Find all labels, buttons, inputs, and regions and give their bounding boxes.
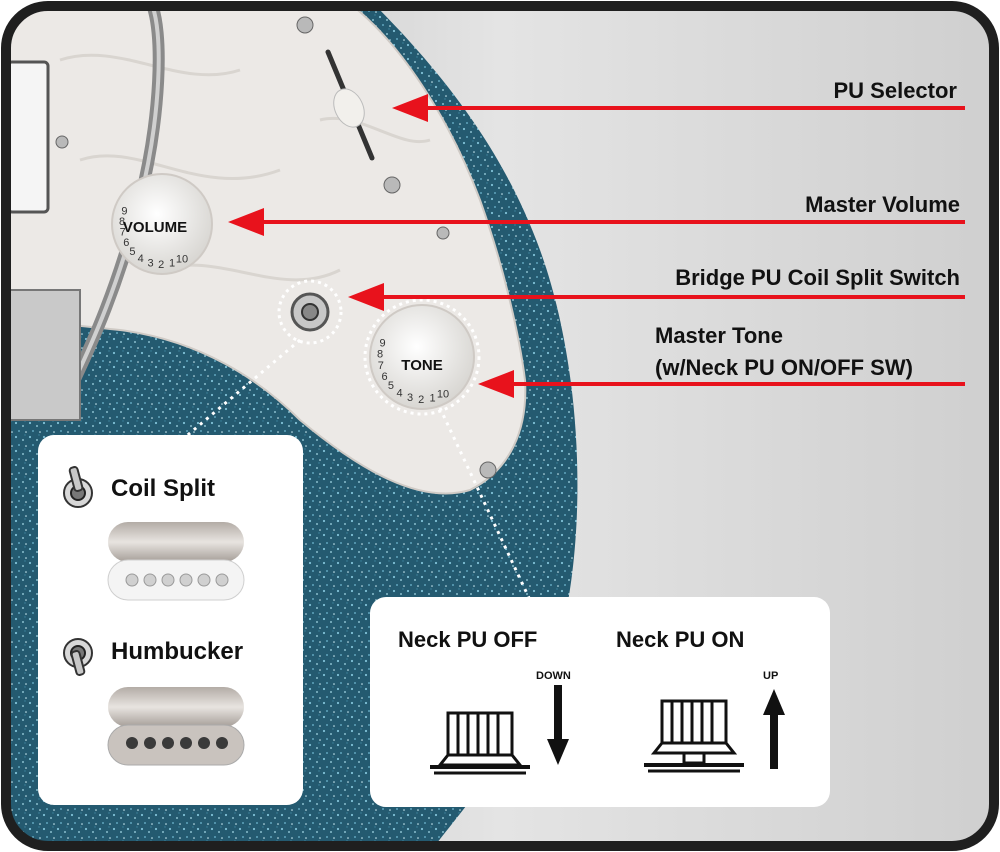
screw	[436, 226, 450, 240]
neck-pickup	[6, 60, 50, 214]
knob-scale-number: 2	[158, 259, 164, 271]
up-label: UP	[763, 670, 779, 682]
label-master-volume: Master Volume	[805, 192, 960, 217]
humbucker-pickup-icon	[107, 687, 245, 766]
tone-knob-label: TONE	[401, 357, 442, 374]
knob-scale-number: 4	[397, 388, 403, 400]
screw	[383, 176, 401, 194]
label-master-tone: Master Tone	[655, 323, 783, 348]
single-coil-pickup-icon	[107, 522, 245, 601]
volume-knob[interactable]	[111, 173, 213, 275]
coil-split-label: Coil Split	[111, 475, 215, 502]
knob-scale-number: 8	[119, 216, 125, 228]
screw	[296, 16, 314, 34]
knob-scale-number: 1	[429, 393, 435, 405]
knob-scale-number: 2	[418, 394, 424, 406]
knob-scale-number: 7	[378, 360, 384, 372]
pickguard-texture	[59, 53, 431, 282]
bridge	[6, 289, 81, 421]
toggle-switch-icon	[63, 466, 93, 508]
volume-knob-label: VOLUME	[123, 219, 187, 236]
knob-scale-number: 10	[437, 388, 449, 400]
humbucker-label: Humbucker	[111, 638, 244, 665]
knob-scale-number: 8	[377, 349, 383, 361]
knob-scale-number: 3	[407, 392, 413, 404]
knob-scale-number: 5	[388, 380, 394, 392]
knob-scale-number: 4	[138, 253, 144, 265]
label-coil-split-switch: Bridge PU Coil Split Switch	[675, 265, 960, 290]
knob-down-icon	[430, 711, 530, 775]
coil-split-panel: Coil Split Humbucker	[38, 435, 303, 805]
label-pu-selector: PU Selector	[834, 78, 958, 103]
knob-scale-number: 6	[381, 371, 387, 383]
neck-pu-panel: Neck PU OFF Neck PU ON DOWN UP	[370, 597, 830, 807]
callout-arrows	[228, 94, 965, 398]
neck-pu-off-label: Neck PU OFF	[398, 627, 538, 652]
tone-leader-line	[438, 407, 532, 601]
knob-scale-number: 3	[147, 257, 153, 269]
tone-knob[interactable]	[369, 304, 475, 410]
down-label: DOWN	[536, 670, 571, 682]
tone-highlight-ring	[363, 298, 481, 416]
knob-scale-number: 9	[379, 338, 385, 350]
label-master-tone-sub: (w/Neck PU ON/OFF SW)	[655, 355, 913, 380]
toggle-switch-icon	[63, 638, 93, 676]
switch-highlight-ring	[277, 279, 343, 345]
knob-up-icon	[644, 699, 744, 773]
knob-scale-number: 1	[169, 258, 175, 270]
screw	[479, 461, 497, 479]
neck-pu-on-label: Neck PU ON	[616, 627, 745, 652]
selector-tip[interactable]	[328, 84, 370, 132]
screw	[55, 135, 69, 149]
knob-scale-number: 5	[129, 246, 135, 258]
arrow-up-icon	[763, 689, 785, 769]
knob-scale-number: 7	[120, 227, 126, 239]
knob-scale-number: 10	[176, 254, 188, 266]
knob-scale-number: 9	[121, 205, 127, 217]
arrow-down-icon	[547, 685, 569, 765]
knob-scale-number: 6	[123, 237, 129, 249]
